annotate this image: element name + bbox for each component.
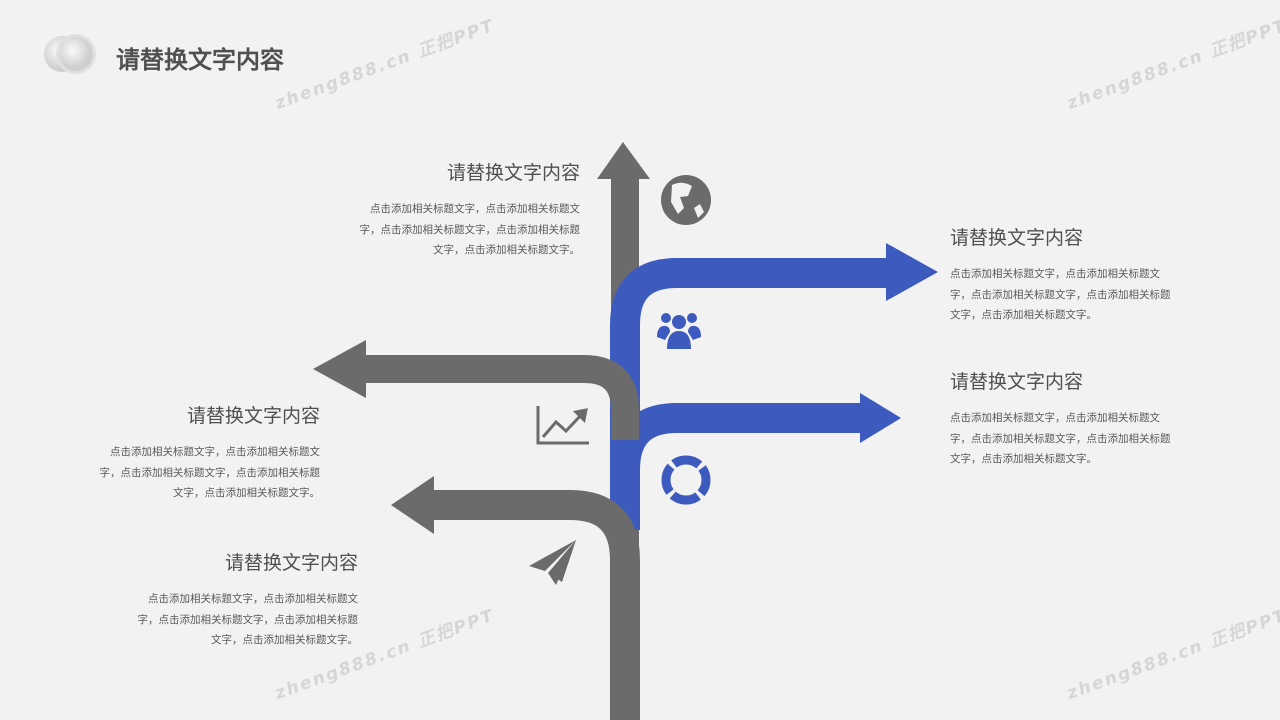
paper-plane-icon xyxy=(529,540,576,585)
block-body: 点击添加相关标题文字，点击添加相关标题文字，点击添加相关标题文字，点击添加相关标… xyxy=(359,203,581,256)
text-block-left-upper: 请替换文字内容 点击添加相关标题文字，点击添加相关标题文字，点击添加相关标题文字… xyxy=(90,401,321,504)
text-block-left-lower: 请替换文字内容 点击添加相关标题文字，点击添加相关标题文字，点击添加相关标题文字… xyxy=(128,548,359,651)
chart-icon xyxy=(536,406,589,445)
block-body: 点击添加相关标题文字，点击添加相关标题文字，点击添加相关标题文字，点击添加相关标… xyxy=(950,268,1171,321)
globe-icon xyxy=(661,175,711,225)
logo-circles xyxy=(42,34,102,78)
arrowhead-right xyxy=(886,243,938,301)
text-block-right-lower: 请替换文字内容 点击添加相关标题文字，点击添加相关标题文字，点击添加相关标题文字… xyxy=(950,367,1180,470)
block-body: 点击添加相关标题文字，点击添加相关标题文字，点击添加相关标题文字，点击添加相关标… xyxy=(99,446,321,499)
arrowhead-right xyxy=(860,393,901,443)
page-title: 请替换文字内容 xyxy=(116,46,284,74)
block-body: 点击添加相关标题文字，点击添加相关标题文字，点击添加相关标题文字，点击添加相关标… xyxy=(950,412,1171,465)
people-icon xyxy=(657,313,701,349)
text-block-top: 请替换文字内容 点击添加相关标题文字，点击添加相关标题文字，点击添加相关标题文字… xyxy=(350,158,581,261)
block-title: 请替换文字内容 xyxy=(224,552,358,574)
block-title: 请替换文字内容 xyxy=(186,405,320,427)
block-title: 请替换文字内容 xyxy=(950,371,1084,393)
lifebuoy-icon xyxy=(661,455,711,505)
text-block-right-upper: 请替换文字内容 点击添加相关标题文字，点击添加相关标题文字，点击添加相关标题文字… xyxy=(950,223,1180,326)
block-title: 请替换文字内容 xyxy=(950,227,1084,249)
block-body: 点击添加相关标题文字，点击添加相关标题文字，点击添加相关标题文字，点击添加相关标… xyxy=(137,593,359,646)
arrowhead-left xyxy=(391,476,434,534)
block-title: 请替换文字内容 xyxy=(446,162,580,184)
arrowhead-left xyxy=(313,340,366,398)
blue-arrow-upper xyxy=(610,258,888,530)
arrowhead-up xyxy=(597,142,650,179)
gray-arrow-lower-left xyxy=(432,490,640,720)
blue-arrow-lower xyxy=(610,403,862,530)
gray-arrow-upper-left xyxy=(364,355,639,440)
